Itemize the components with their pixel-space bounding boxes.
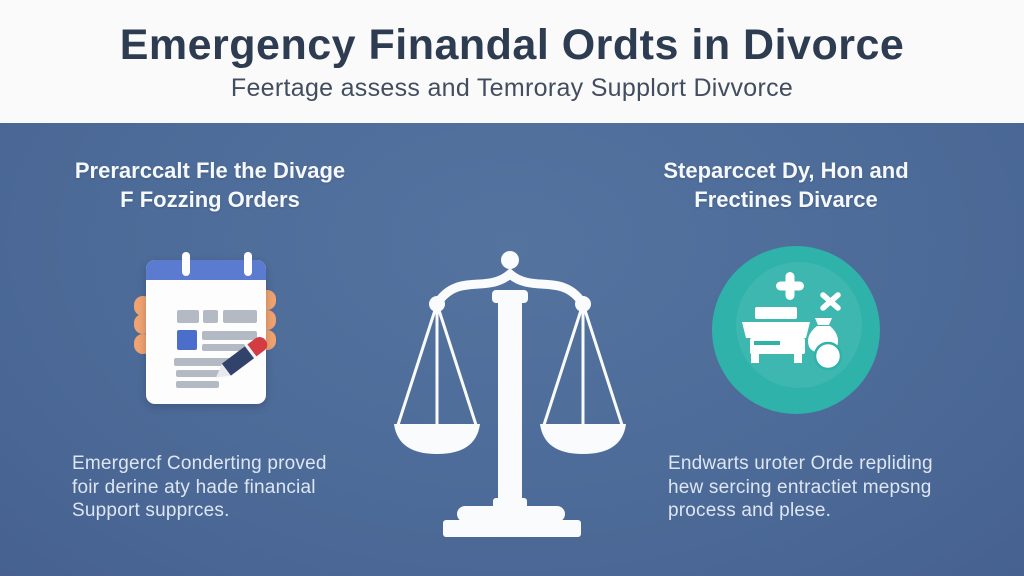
sparkle-icon — [820, 292, 841, 311]
left-column-body: Emergercf Conderting proved foir derine … — [72, 453, 327, 521]
text-line — [176, 381, 219, 388]
assets-support-icon — [712, 246, 880, 414]
right-column-heading: Steparccet Dy, Hon and Frectines Divarce — [663, 158, 909, 212]
text-line — [177, 310, 199, 323]
text-line — [202, 344, 245, 351]
left-column-heading: Prerarccalt Fle the Divage F Fozzing Ord… — [74, 158, 346, 212]
text-line — [176, 370, 221, 377]
binder-ring-icon — [244, 252, 252, 276]
document-signing-icon — [132, 252, 278, 412]
header-band: Emergency Finandal Ordts in Divorce Feer… — [0, 0, 1024, 123]
page-subtitle: Feertage assess and Temroray Supplort Di… — [230, 74, 794, 102]
furniture-icon — [755, 307, 797, 319]
text-line — [202, 331, 257, 340]
money-bag-icon — [815, 318, 832, 325]
notepad-page — [146, 252, 271, 404]
binder-ring-icon — [182, 252, 190, 276]
text-line — [203, 310, 218, 323]
coin-icon — [813, 341, 843, 371]
right-column-body: Endwarts uroter Orde repliding hew serci… — [668, 453, 933, 521]
notepad-header-band — [146, 260, 266, 280]
text-line — [174, 358, 231, 366]
checkbox-square — [177, 330, 197, 350]
page-title: Emergency Finandal Ordts in Divorce — [119, 21, 905, 69]
text-line — [223, 310, 257, 323]
scales-of-justice-icon — [394, 251, 626, 537]
